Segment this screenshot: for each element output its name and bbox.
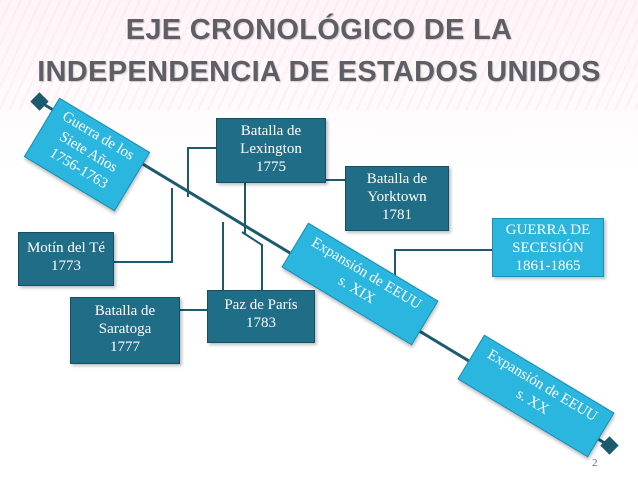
page-number: 2	[592, 457, 598, 469]
saratoga-line2: Saratoga	[98, 321, 152, 337]
connector-lexington	[187, 147, 216, 197]
event-batalla-saratoga: Batalla de Saratoga 1777	[70, 297, 180, 364]
slide-title-line2: INDEPENDENCIA DE ESTADOS UNIDOS	[37, 56, 601, 88]
event-batalla-lexington: Batalla de Lexington 1775	[216, 118, 326, 183]
secesion-line1: GUERRA DE	[505, 222, 591, 238]
event-batalla-yorktown: Batalla de Yorktown 1781	[345, 166, 449, 231]
saratoga-line3: 1777	[110, 339, 140, 355]
motin-line2: 1773	[51, 258, 81, 274]
saratoga-line1: Batalla de	[94, 303, 156, 319]
event-guerra-secesion: GUERRA DE SECESIÓN 1861-1865	[492, 218, 604, 277]
event-paz-de-paris: Paz de París 1783	[207, 290, 315, 343]
event-motin-del-te: Motín del Té 1773	[18, 232, 114, 286]
motin-line1: Motín del Té	[26, 240, 106, 256]
yorktown-line2: Yorktown	[367, 189, 427, 205]
lexington-line1: Batalla de	[240, 123, 302, 139]
paris-line2: 1783	[246, 315, 276, 331]
yorktown-line1: Batalla de	[366, 171, 428, 187]
header-pattern	[0, 0, 638, 110]
paris-line1: Paz de París	[224, 297, 298, 313]
connector-motin	[112, 188, 173, 263]
slide-title-line1: EJE CRONOLÓGICO DE LA	[125, 14, 513, 46]
secesion-line2: SECESIÓN	[512, 240, 584, 256]
axis-end-marker	[600, 436, 619, 455]
lexington-line3: 1775	[256, 159, 286, 175]
axis-start-marker	[30, 92, 49, 111]
secesion-line3: 1861-1865	[515, 258, 581, 274]
yorktown-line3: 1781	[382, 207, 412, 223]
connector-paris	[241, 231, 263, 290]
lexington-line2: Lexington	[240, 141, 302, 157]
connector-yorktown	[244, 179, 345, 235]
